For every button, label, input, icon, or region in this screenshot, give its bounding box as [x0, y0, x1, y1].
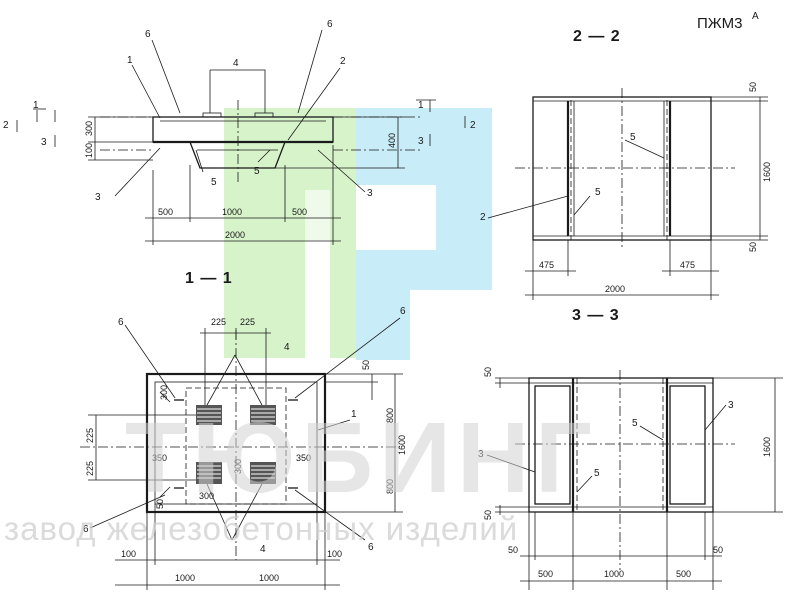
cut-mark-1-right: 1: [418, 100, 424, 111]
elev-leader-6b: 6: [327, 19, 333, 30]
plan-leader-4a: 4: [284, 342, 290, 353]
s33-dim-500-right: 500: [676, 569, 691, 579]
s33-leader-5a: 5: [632, 418, 638, 429]
drawing-code: ПЖМ3: [697, 15, 742, 32]
plan-dim-300-top: 300: [159, 385, 169, 400]
plan-leader-6b: 6: [400, 306, 406, 317]
plan-dim-100-left: 100: [121, 549, 136, 559]
section-3-3-view: [486, 370, 783, 590]
plan-leader-6d: 6: [368, 542, 374, 553]
elev-leader-2: 2: [340, 56, 346, 67]
elev-leader-5b: 5: [254, 166, 260, 177]
plan-dim-800-bottom: 800: [385, 479, 395, 494]
plan-leader-6c: 6: [83, 524, 89, 535]
plan-dim-1000-left: 1000: [175, 573, 195, 583]
plan-dim-225-top-a: 225: [211, 317, 226, 327]
elev-leader-3b: 3: [367, 188, 373, 199]
plan-dim-350-left: 350: [152, 453, 167, 463]
s33-dim-50-right: 50: [713, 545, 723, 555]
plan-dim-100-right: 100: [327, 549, 342, 559]
plan-dim-300-bottom: 300: [199, 491, 214, 501]
section-2-2-label: 2 — 2: [573, 28, 621, 45]
s33-leader-5b: 5: [594, 468, 600, 479]
s22-dim-2000: 2000: [605, 284, 625, 294]
s22-dim-50-top: 50: [748, 82, 758, 92]
s33-dim-50-left: 50: [508, 545, 518, 555]
section-2-2-view: [487, 88, 768, 300]
elev-dim-500b: 500: [292, 207, 307, 217]
s33-dim-50-top: 50: [483, 367, 493, 377]
elevation-view: [88, 29, 420, 245]
s22-leader-2: 2: [480, 212, 486, 223]
elev-leader-1: 1: [127, 55, 133, 66]
elev-dim-100: 100: [84, 143, 94, 158]
section-3-3-label: 3 — 3: [572, 307, 620, 324]
plan-dim-800-top: 800: [385, 408, 395, 423]
cut-mark-3-left: 3: [41, 137, 47, 148]
cut-mark-1-left: 1: [33, 100, 39, 111]
section-1-1-label: 1 — 1: [185, 270, 233, 287]
s22-dim-50-bottom: 50: [748, 242, 758, 252]
s33-dim-50-bottom: 50: [483, 510, 493, 520]
cut-mark-2-left: 2: [3, 120, 9, 131]
plan-dim-225-left-a: 225: [85, 428, 95, 443]
plan-dim-225-top-b: 225: [240, 317, 255, 327]
watermark-logo: [224, 108, 492, 360]
plan-dim-1000-right: 1000: [259, 573, 279, 583]
plan-view: [80, 317, 403, 590]
s22-dim-1600: 1600: [762, 162, 772, 182]
s22-dim-475b: 475: [680, 260, 695, 270]
plan-leader-6a: 6: [118, 317, 124, 328]
plan-dim-225-left-b: 225: [85, 461, 95, 476]
elev-dim-500a: 500: [158, 207, 173, 217]
watermark-subtitle: завод железобетонных изделий: [4, 510, 518, 547]
s22-leader-5a: 5: [630, 132, 636, 143]
plan-dim-50-bottom: 50: [155, 499, 165, 509]
elev-leader-3a: 3: [95, 192, 101, 203]
plan-leader-1: 1: [351, 409, 357, 420]
plan-leader-4b: 4: [260, 544, 266, 555]
cut-mark-3-right: 3: [418, 136, 424, 147]
elev-dim-2000: 2000: [225, 230, 245, 240]
plan-dim-1600: 1600: [397, 435, 407, 455]
s33-leader-3a: 3: [728, 400, 734, 411]
elev-dim-300: 300: [84, 121, 94, 136]
s33-dim-1600: 1600: [762, 437, 772, 457]
elev-dim-400: 400: [387, 133, 397, 148]
embedded-plates: [196, 405, 276, 484]
plan-dim-350-right: 350: [296, 453, 311, 463]
plan-dim-50-top: 50: [361, 360, 371, 370]
s22-dim-475a: 475: [539, 260, 554, 270]
elev-leader-6a: 6: [145, 29, 151, 40]
elev-leader-5a: 5: [211, 177, 217, 188]
s33-dim-1000: 1000: [604, 569, 624, 579]
watermark-word: ТЮБИНГ: [125, 402, 598, 514]
s22-leader-5b: 5: [595, 187, 601, 198]
cut-mark-2-right: 2: [470, 120, 476, 131]
s33-leader-3b: 3: [478, 449, 484, 460]
s33-dim-500-left: 500: [538, 569, 553, 579]
elev-dim-1000: 1000: [222, 207, 242, 217]
elev-leader-4: 4: [233, 58, 239, 69]
cut-marks: [16, 99, 466, 147]
plan-dim-300-mid: 300: [233, 459, 243, 474]
drawing-code-sup: А: [752, 11, 759, 22]
